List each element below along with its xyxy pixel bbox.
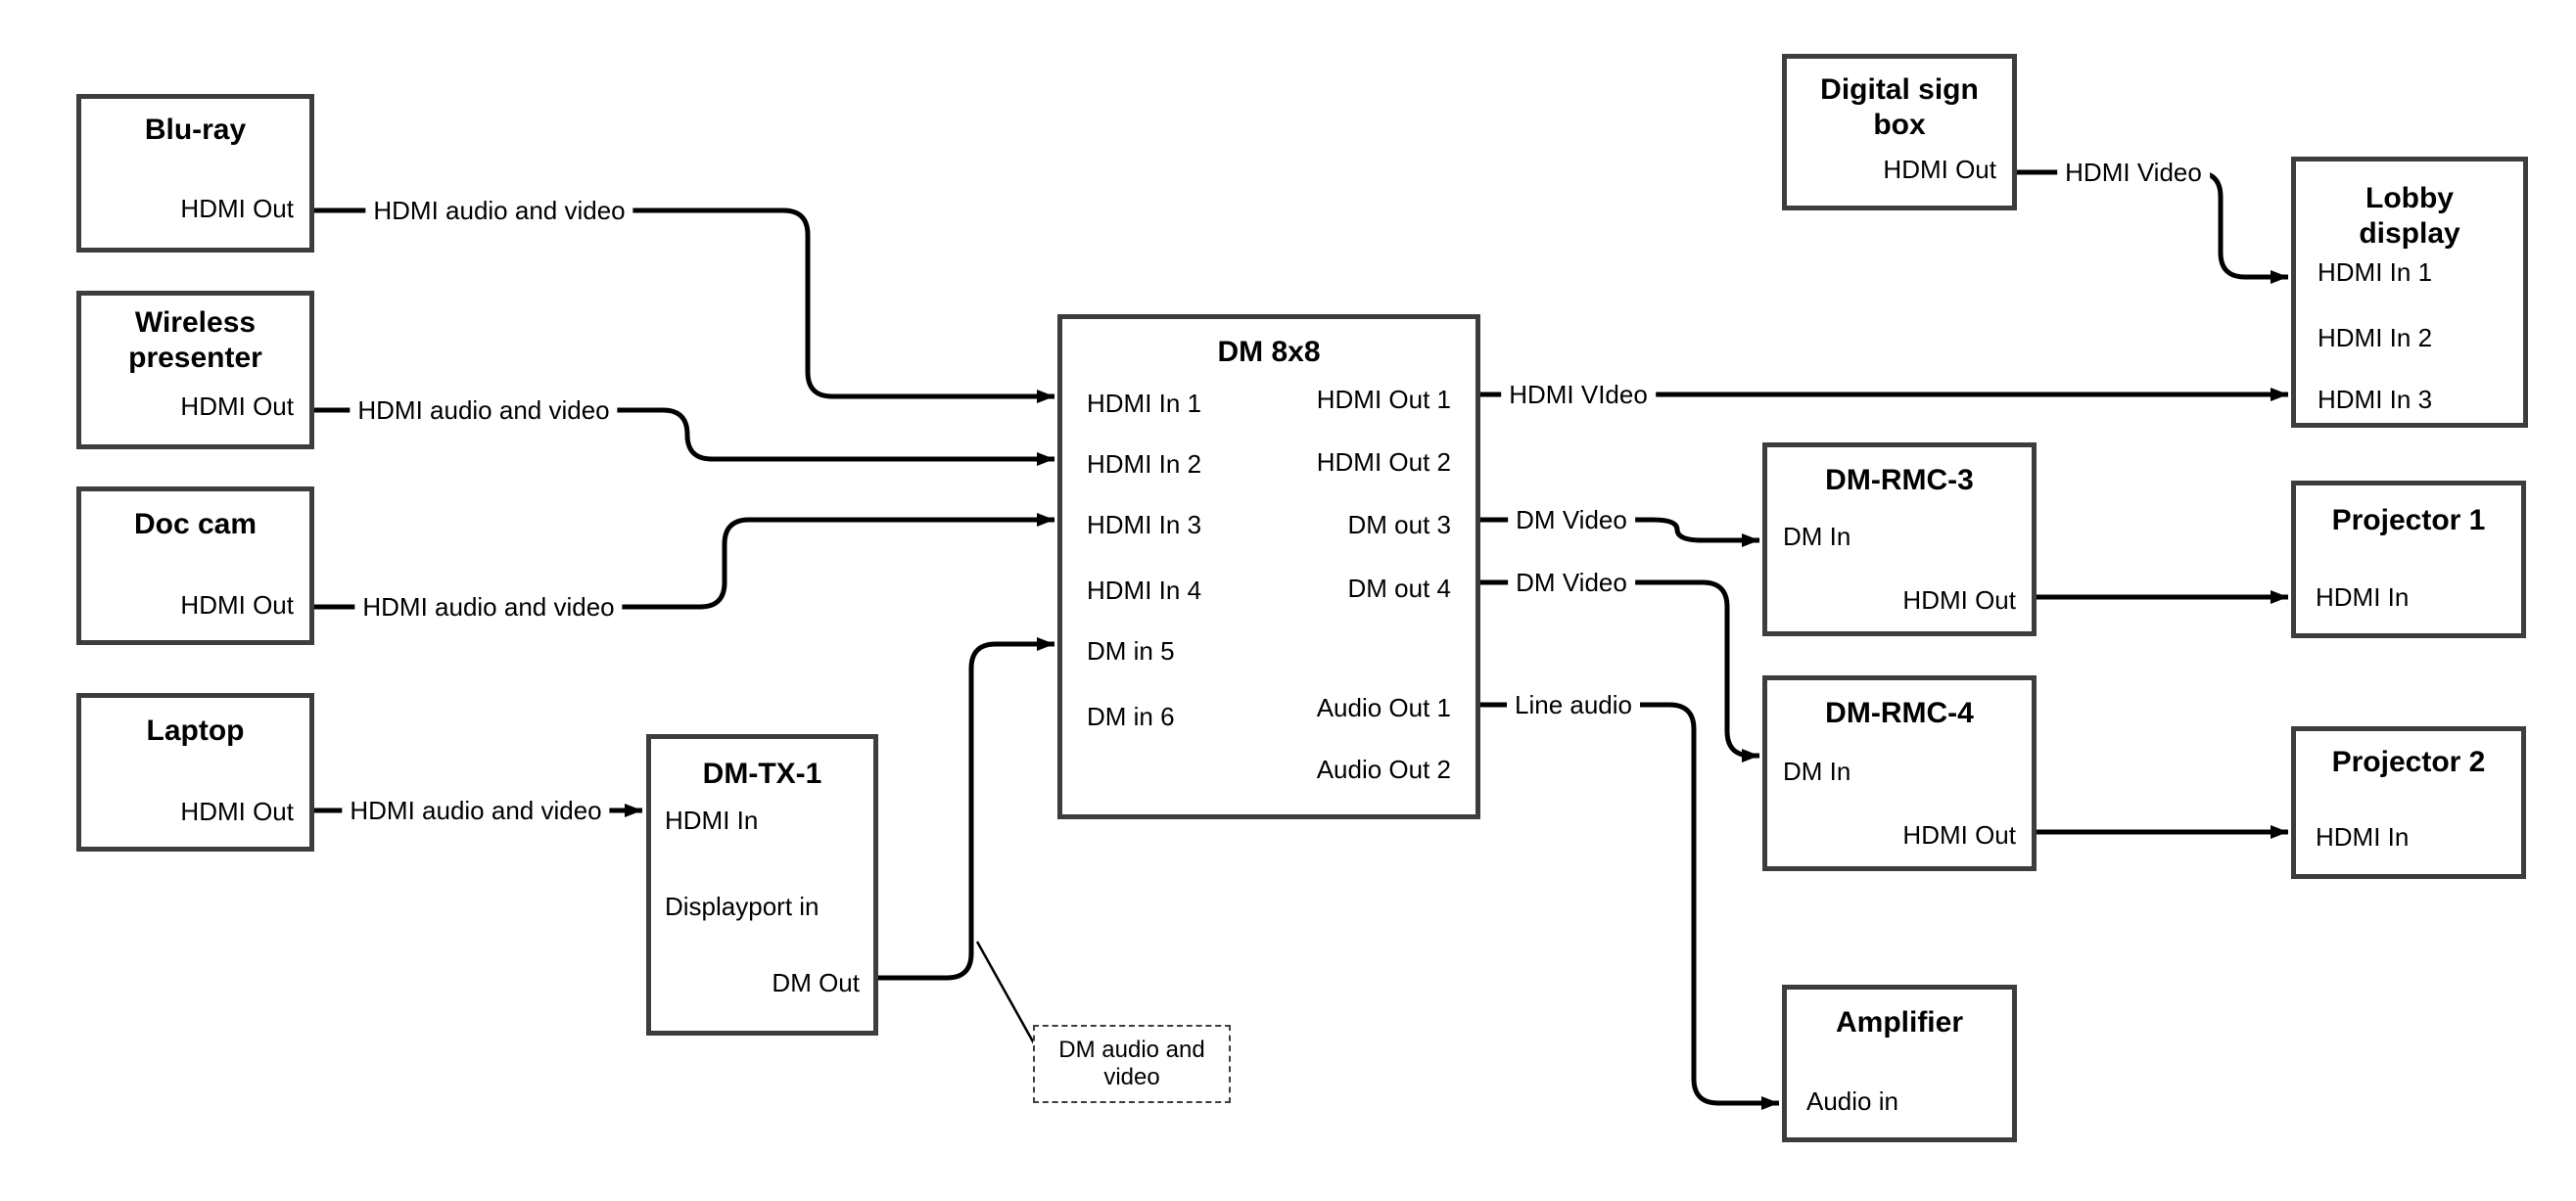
node-title: Amplifier (1835, 1006, 1964, 1039)
port-hdmi-out-2: HDMI Out 2 (1316, 447, 1451, 477)
node-title: Wireless presenter (128, 306, 262, 374)
node-title: Projector 2 (2331, 746, 2486, 778)
node-title: Blu-ray (144, 114, 247, 146)
port-hdmi-in-2: HDMI In 2 (1087, 449, 1202, 479)
port-dm-in: DM In (1783, 757, 1851, 786)
port-hdmi-in-4: HDMI In 4 (1087, 576, 1202, 605)
port-audio-out-1: Audio Out 1 (1316, 693, 1451, 722)
node-title: Digital sign box (1820, 73, 1979, 141)
node-title: Doc cam (133, 508, 258, 540)
connector-doccam-to-dm8x8-in3[interactable] (314, 513, 1054, 610)
node-projector-1[interactable]: Projector 1 HDMI In (2291, 481, 2526, 638)
port-hdmi-in-1: HDMI In 1 (1087, 389, 1202, 418)
connector-digitalsign-to-lobby-in1[interactable] (2017, 169, 2288, 284)
node-bluray[interactable]: Blu-ray HDMI Out (76, 94, 314, 253)
node-title: Laptop (146, 715, 245, 747)
callout-dm-audio-and-video[interactable]: DM audio and video (1033, 1025, 1231, 1103)
port-hdmi-in: HDMI In (2316, 822, 2410, 852)
connector-bluray-to-dm8x8-in1[interactable] (314, 208, 1054, 403)
node-title: DM 8x8 (1217, 336, 1321, 368)
node-lobby-display[interactable]: Lobby display HDMI In 1 HDMI In 2 HDMI I… (2291, 157, 2528, 428)
node-doc-cam[interactable]: Doc cam HDMI Out (76, 486, 314, 645)
port-hdmi-in-3: HDMI In 3 (2318, 385, 2433, 414)
port-hdmi-out: HDMI Out (180, 797, 294, 826)
port-hdmi-out: HDMI Out (180, 590, 294, 620)
connector-wireless-to-dm8x8-in2[interactable] (314, 407, 1054, 466)
port-displayport-in: Displayport in (665, 892, 820, 921)
port-hdmi-out-1: HDMI Out 1 (1316, 385, 1451, 414)
port-audio-out-2: Audio Out 2 (1316, 755, 1451, 784)
wire-label-laptop: HDMI audio and video (342, 796, 610, 825)
port-hdmi-out: HDMI Out (180, 194, 294, 223)
port-dm-out-4: DM out 4 (1347, 574, 1452, 603)
port-hdmi-in-1: HDMI In 1 (2318, 257, 2433, 287)
node-wireless-presenter[interactable]: Wireless presenter HDMI Out (76, 291, 314, 449)
node-laptop[interactable]: Laptop HDMI Out (76, 693, 314, 852)
port-hdmi-out: HDMI Out (180, 392, 294, 421)
port-hdmi-in-3: HDMI In 3 (1087, 510, 1202, 539)
wire-label-doc-cam: HDMI audio and video (354, 592, 623, 622)
wire-label-wireless: HDMI audio and video (350, 395, 618, 425)
node-dm-8x8[interactable]: DM 8x8 HDMI In 1 HDMI In 2 HDMI In 3 HDM… (1057, 314, 1480, 819)
node-title: DM-TX-1 (702, 758, 822, 790)
node-title: Lobby display (2359, 182, 2460, 250)
wire-label-dm-video-out4: DM Video (1508, 568, 1635, 597)
port-hdmi-in: HDMI In (665, 806, 759, 835)
node-projector-2[interactable]: Projector 2 HDMI In (2291, 726, 2526, 879)
connector-dm8x8-out3-to-rmc3[interactable] (1480, 517, 1759, 547)
connector-dm8x8-audio1-to-amplifier[interactable] (1480, 702, 1779, 1110)
wire-label-bluray: HDMI audio and video (365, 196, 633, 225)
port-hdmi-in: HDMI In (2316, 582, 2410, 612)
port-dm-out: DM Out (772, 968, 860, 997)
port-dm-out-3: DM out 3 (1347, 510, 1452, 539)
node-dm-rmc-3[interactable]: DM-RMC-3 DM In HDMI Out (1762, 442, 2037, 636)
node-title: Projector 1 (2331, 504, 2486, 536)
wire-label-hdmi-video-out1: HDMI VIdeo (1501, 380, 1656, 409)
port-hdmi-in-2: HDMI In 2 (2318, 323, 2433, 352)
callout-text: DM audio and video (1058, 1037, 1205, 1090)
wire-label-dm-video-out3: DM Video (1508, 505, 1635, 534)
node-title: DM-RMC-3 (1825, 464, 1974, 496)
node-dm-tx-1[interactable]: DM-TX-1 HDMI In Displayport in DM Out (646, 734, 878, 1036)
port-dm-in-5: DM in 5 (1087, 636, 1175, 666)
port-dm-in: DM In (1783, 522, 1851, 551)
node-amplifier[interactable]: Amplifier Audio in (1782, 985, 2017, 1142)
port-hdmi-out: HDMI Out (1883, 155, 1996, 184)
wire-label-hdmi-video-sign: HDMI Video (2057, 158, 2210, 187)
port-dm-in-6: DM in 6 (1087, 702, 1175, 731)
connector-dmtx1-to-dm8x8-in5[interactable] (878, 637, 1054, 981)
node-digital-sign-box[interactable]: Digital sign box HDMI Out (1782, 54, 2017, 210)
node-dm-rmc-4[interactable]: DM-RMC-4 DM In HDMI Out (1762, 675, 2037, 871)
port-hdmi-out: HDMI Out (1902, 585, 2016, 615)
port-hdmi-out: HDMI Out (1902, 820, 2016, 850)
callout-leader-line (975, 941, 1036, 1044)
port-audio-in: Audio in (1806, 1086, 1898, 1116)
node-title: DM-RMC-4 (1825, 697, 1974, 729)
wire-label-line-audio: Line audio (1507, 690, 1640, 719)
connector-dm8x8-out4-to-rmc4[interactable] (1480, 579, 1759, 762)
